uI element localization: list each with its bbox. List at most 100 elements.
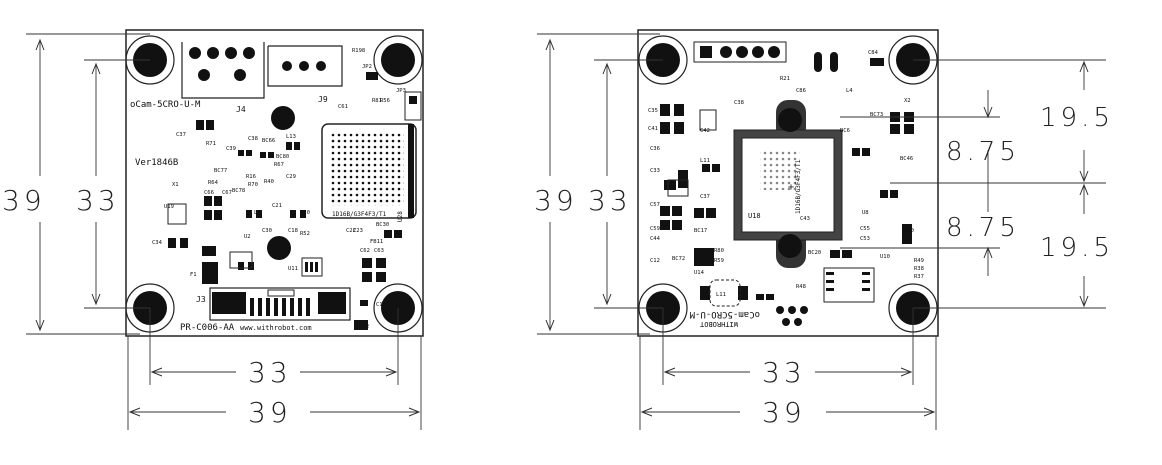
svg-text:C63: C63 <box>374 248 384 254</box>
svg-text:R38: R38 <box>914 266 924 272</box>
back-dim-offset-mid-top: 8.75 <box>946 137 1020 167</box>
back-brand: WITHROBOT <box>699 320 738 328</box>
front-connector-j9 <box>267 45 343 87</box>
svg-text:C37: C37 <box>700 194 710 200</box>
back-board-name: oCam-5CRO-U-M <box>689 309 760 319</box>
svg-text:U2: U2 <box>244 234 251 240</box>
svg-text:JP2: JP2 <box>362 64 372 70</box>
back-header-pads <box>693 41 838 72</box>
front-board-name: oCam-5CRO-U-M <box>130 100 201 110</box>
back-mount-holes <box>638 35 938 333</box>
svg-text:C29: C29 <box>286 174 296 180</box>
svg-text:C12: C12 <box>650 258 660 264</box>
front-label-j9: J9 <box>318 95 328 104</box>
svg-text:C62: C62 <box>360 248 370 254</box>
front-label-j3: J3 <box>196 295 206 304</box>
back-dim-width-outer: 39 <box>762 396 806 429</box>
svg-text:R71: R71 <box>206 141 216 147</box>
svg-text:C38: C38 <box>248 136 258 142</box>
svg-text:L11: L11 <box>716 292 726 298</box>
svg-text:C53: C53 <box>860 236 870 242</box>
front-chip-label: U28 <box>397 211 404 222</box>
svg-text:C66: C66 <box>204 190 214 196</box>
svg-text:BC72: BC72 <box>672 256 685 262</box>
svg-text:BC66: BC66 <box>262 138 275 144</box>
front-version: Ver1846B <box>135 158 178 168</box>
svg-text:C60: C60 <box>904 228 914 234</box>
svg-text:L3: L3 <box>254 210 261 216</box>
svg-text:BC30: BC30 <box>376 222 389 228</box>
svg-text:L13: L13 <box>286 134 296 140</box>
front-dim-height-outer: 39 <box>2 184 46 217</box>
svg-text:U19: U19 <box>164 204 174 210</box>
svg-text:R56: R56 <box>380 98 390 104</box>
svg-text:C21: C21 <box>272 203 282 209</box>
svg-text:BC73: BC73 <box>870 112 883 118</box>
front-mount-holes <box>125 35 423 333</box>
front-dimension-lines <box>26 33 422 430</box>
svg-text:FB11: FB11 <box>370 239 383 245</box>
svg-text:C44: C44 <box>650 236 661 242</box>
svg-text:C59: C59 <box>650 226 660 232</box>
svg-text:L11: L11 <box>700 158 710 164</box>
front-chip-id: 1D16B/G3F4F3/T1 <box>332 211 387 218</box>
svg-text:BC6: BC6 <box>840 128 850 134</box>
svg-text:C30: C30 <box>262 228 272 234</box>
front-component-labels: R198 JP2 JP3 C61 R81 R56 C37 R71 C38 BC6… <box>152 48 406 330</box>
back-dimension-lines <box>537 33 1106 430</box>
svg-text:BC17: BC17 <box>694 228 707 234</box>
svg-text:C35: C35 <box>648 108 658 114</box>
back-view: + oCam-5C <box>534 29 1114 430</box>
back-component-labels: C84 R21 L4 C86 C35 C41 C38 C33 BC73 BC6 … <box>648 50 924 298</box>
svg-text:R48: R48 <box>796 284 806 290</box>
svg-text:C23: C23 <box>353 228 363 234</box>
front-dim-width-inner: 33 <box>248 356 292 389</box>
svg-text:C34: C34 <box>152 240 163 246</box>
svg-text:+: + <box>788 182 794 193</box>
svg-text:R40: R40 <box>264 179 274 185</box>
svg-text:C18: C18 <box>288 228 298 234</box>
svg-text:C36: C36 <box>650 146 660 152</box>
svg-text:U10: U10 <box>880 254 890 260</box>
front-connector-j3 <box>209 287 351 321</box>
svg-text:C37: C37 <box>176 132 186 138</box>
svg-text:BC20: BC20 <box>808 250 821 256</box>
svg-text:U8: U8 <box>862 210 869 216</box>
back-dim-height-inner: 33 <box>588 184 632 217</box>
front-pcb-code: PR-C006-AA <box>180 323 235 333</box>
svg-text:R67: R67 <box>274 162 284 168</box>
back-chip-label: U18 <box>748 212 761 220</box>
svg-text:BC77: BC77 <box>214 168 227 174</box>
svg-text:C16: C16 <box>376 302 386 308</box>
svg-text:R81: R81 <box>372 98 382 104</box>
svg-text:X2: X2 <box>904 98 911 104</box>
svg-text:C67: C67 <box>222 190 232 196</box>
front-dim-height-inner: 33 <box>76 184 120 217</box>
svg-text:R70: R70 <box>248 182 258 188</box>
svg-text:U14: U14 <box>694 270 705 276</box>
svg-text:BC78: BC78 <box>232 188 245 194</box>
svg-text:C42: C42 <box>700 128 710 134</box>
svg-text:U11: U11 <box>288 266 298 272</box>
svg-text:C33: C33 <box>650 168 660 174</box>
svg-text:R21: R21 <box>780 76 790 82</box>
svg-text:C55: C55 <box>860 226 870 232</box>
back-dim-offset-bottom: 19.5 <box>1040 233 1114 263</box>
back-dim-offset-top: 19.5 <box>1040 103 1114 133</box>
svg-text:JP3: JP3 <box>396 88 406 94</box>
svg-text:BC80: BC80 <box>276 154 289 160</box>
svg-text:R16: R16 <box>246 174 256 180</box>
svg-text:R80: R80 <box>714 248 724 254</box>
svg-text:C84: C84 <box>868 50 879 56</box>
front-smd-components <box>168 72 402 330</box>
svg-text:R49: R49 <box>914 258 924 264</box>
svg-text:C57: C57 <box>650 202 660 208</box>
svg-text:C41: C41 <box>648 126 658 132</box>
front-dim-width-outer: 39 <box>248 396 292 429</box>
svg-text:R198: R198 <box>352 48 365 54</box>
back-chip-id: 1D16B/G3F4F3/T1 <box>795 159 802 214</box>
back-dim-height-outer: 39 <box>534 184 578 217</box>
svg-text:L4: L4 <box>846 88 853 94</box>
